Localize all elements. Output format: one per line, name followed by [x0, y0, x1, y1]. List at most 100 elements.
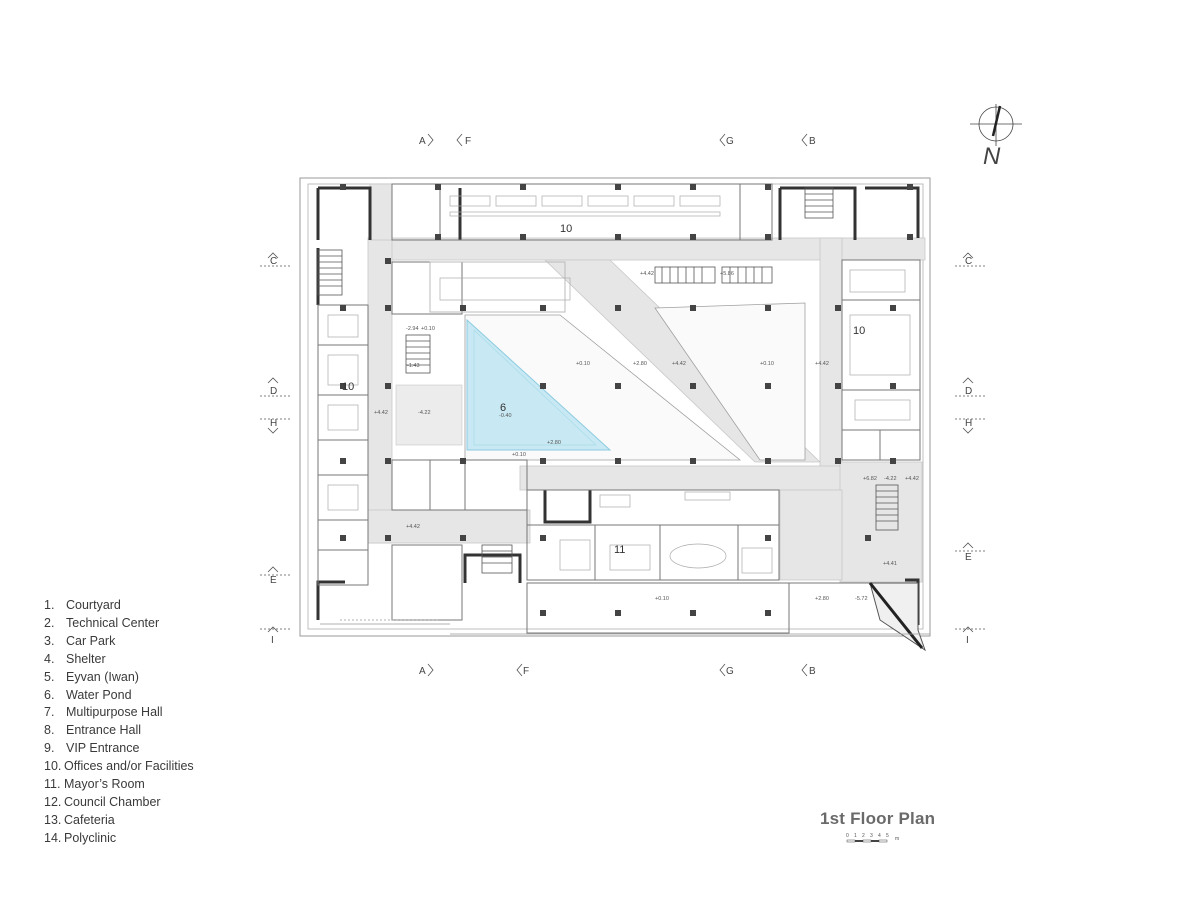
legend-item: 8. Entrance Hall — [44, 722, 194, 740]
level-annotation: +4.42 — [374, 410, 388, 416]
section-markers-sides — [260, 252, 985, 633]
room-label-6: 6 — [500, 402, 506, 414]
water-pond-inner-edge — [473, 329, 597, 446]
legend-number: 3. — [44, 633, 55, 648]
section-markers-top — [427, 133, 808, 147]
paved-area — [395, 384, 463, 446]
level-annotation: +4.42 — [406, 524, 420, 530]
legend-number: 8. — [44, 723, 55, 738]
room-label-10-right: 10 — [853, 325, 865, 337]
level-annotation: +4.42 — [905, 476, 919, 482]
level-annotation: -0.40 — [499, 413, 512, 419]
level-annotation: +0.10 — [760, 361, 774, 367]
section-marker-right-h: H — [965, 418, 972, 429]
entrance-ramp — [868, 582, 926, 652]
legend-label: Technical Center — [66, 615, 160, 630]
level-annotation: +2.80 — [633, 361, 647, 367]
level-annotation: +5.86 — [720, 271, 734, 277]
legend-number: 10. — [44, 759, 62, 774]
level-annotation: +2.80 — [815, 596, 829, 602]
section-marker-left-d: D — [270, 386, 277, 397]
site-lines — [299, 190, 931, 635]
legend-item: 9. VIP Entrance — [44, 740, 194, 758]
structural-columns — [340, 184, 913, 616]
section-marker-right-d: D — [965, 386, 972, 397]
legend-number: 1. — [44, 598, 55, 612]
level-annotation: -4.22 — [884, 476, 897, 482]
legend-number: 14. — [44, 830, 62, 845]
legend-item: 3. Car Park — [44, 633, 194, 651]
level-annotation: +0.10 — [576, 361, 590, 367]
scale-label: 0 — [846, 833, 849, 839]
plan-title: 1st Floor Plan — [820, 809, 936, 828]
section-marker-left-i: I — [271, 635, 274, 646]
section-marker-top-f: F — [465, 136, 471, 147]
level-annotation: -4.22 — [418, 410, 431, 416]
level-annotation: +0.10 — [421, 326, 435, 332]
legend-item: 10.Offices and/or Facilities — [44, 758, 194, 776]
section-marker-top-g: G — [726, 136, 734, 147]
room-label-11: 11 — [614, 544, 625, 556]
level-annotation: +0.10 — [512, 452, 526, 458]
scale-label: 1 — [854, 833, 857, 839]
legend-label: Car Park — [66, 633, 116, 648]
north-label: N — [983, 143, 1001, 170]
corridor-ring — [367, 183, 926, 583]
legend-item: 13.Cafeteria — [44, 812, 194, 830]
legend-number: 11. — [44, 777, 61, 792]
legend-item: 6.Water Pond — [44, 687, 194, 705]
legend-number: 6. — [44, 687, 55, 702]
section-marker-bottom-g: G — [726, 666, 734, 677]
scale-bar: 0 1 2 3 4 5 m — [846, 833, 899, 843]
legend-number: 5. — [44, 669, 55, 684]
legend-label: Entrance Hall — [66, 723, 142, 738]
scale-label: 2 — [862, 833, 865, 839]
scale-label: 4 — [878, 833, 881, 839]
legend-label: Offices and/or Facilities — [64, 759, 194, 774]
legend-label: Polyclinic — [64, 830, 117, 845]
section-marker-top-b: B — [809, 136, 816, 147]
legend-label: VIP Entrance — [66, 741, 140, 756]
scale-label: 5 — [886, 833, 889, 839]
section-marker-left-h: H — [270, 418, 277, 429]
legend-number: 4. — [44, 651, 55, 666]
level-annotation: -2.94 — [406, 326, 419, 332]
room-label-10-top: 10 — [560, 223, 572, 235]
level-annotation: +6.82 — [863, 476, 877, 482]
legend-item: 2.Technical Center — [44, 615, 194, 633]
legend-item: 14.Polyclinic — [44, 830, 194, 848]
stairs — [317, 187, 899, 574]
legend-label: Courtyard — [66, 598, 121, 612]
legend-number: 9. — [44, 741, 55, 756]
section-marker-top-a: A — [419, 136, 426, 147]
level-annotation: +4.42 — [672, 361, 686, 367]
legend-label: Mayor’s Room — [64, 777, 145, 792]
section-marker-left-c: C — [270, 256, 277, 267]
section-marker-bottom-b: B — [809, 666, 816, 677]
furniture — [327, 195, 911, 574]
north-arrow-icon — [970, 104, 1022, 146]
scale-label: m — [895, 836, 899, 842]
legend-item: 7.Multipurpose Hall — [44, 704, 194, 722]
section-markers-bottom — [427, 663, 808, 677]
section-marker-right-i: I — [966, 635, 969, 646]
legend-item: 11.Mayor’s Room — [44, 776, 194, 794]
legend-label: Council Chamber — [64, 794, 161, 809]
legend-number: 12. — [44, 794, 62, 809]
water-pond — [466, 318, 612, 451]
section-marker-right-e: E — [965, 552, 972, 563]
legend-item: 1. Courtyard — [44, 597, 194, 615]
legend: 1. Courtyard 2.Technical Center 3. Car Par… — [44, 597, 194, 848]
level-annotation: -5.72 — [855, 596, 868, 602]
scale-label: 3 — [870, 833, 873, 839]
section-marker-bottom-f: F — [523, 666, 529, 677]
level-annotation: +2.80 — [547, 440, 561, 446]
level-annotation: +4.42 — [815, 361, 829, 367]
level-annotation: +4.42 — [640, 271, 654, 277]
legend-label: Multipurpose Hall — [66, 705, 163, 720]
legend-item: 4. Shelter — [44, 651, 194, 669]
level-annotation: +0.10 — [655, 596, 669, 602]
legend-label: Eyvan (Iwan) — [66, 669, 139, 684]
legend-label: Shelter — [66, 651, 106, 666]
